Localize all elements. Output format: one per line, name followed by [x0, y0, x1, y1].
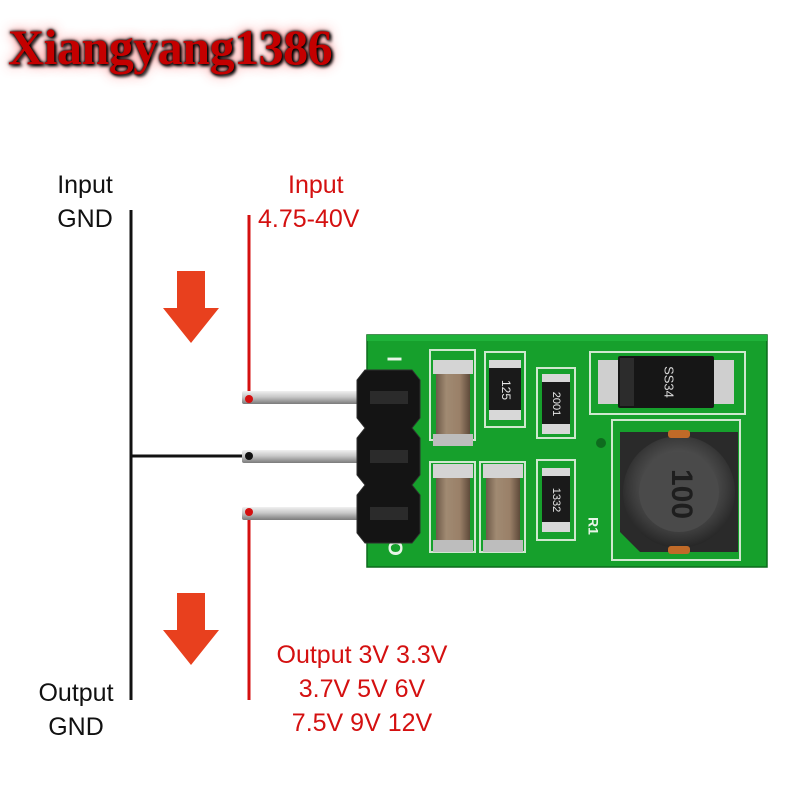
brand-watermark: Xiangyang1386 — [8, 19, 333, 75]
output-gnd-line-1: Output — [38, 679, 114, 707]
down-arrow-icon — [163, 593, 219, 665]
pcb-edge — [367, 335, 767, 341]
output-voltage-label: Output 3V 3.3V 3.7V 5V 6V 7.5V 9V 12V — [252, 638, 472, 740]
resistor-125: 125 — [489, 360, 521, 420]
input-voltage-label: Input 4.75-40V — [258, 168, 359, 236]
silkscreen-input-mark: I — [383, 356, 405, 362]
resistor-1332: 1332 — [542, 468, 570, 532]
inductor-100: 100 — [620, 430, 738, 554]
header-pins — [242, 369, 421, 544]
output-gnd-line-2: GND — [48, 713, 104, 741]
input-gnd-label: Input GND — [40, 168, 130, 236]
silkscreen-output-mark: O — [384, 540, 406, 556]
diode-ss34: SS34 — [598, 356, 734, 408]
resistor-125-marking: 125 — [499, 380, 513, 400]
down-arrow-icon — [163, 271, 219, 343]
resistor-2001-marking: 2001 — [550, 392, 562, 416]
capacitor — [433, 360, 473, 446]
output-voltage-line-1: Output 3V 3.3V — [276, 641, 448, 669]
input-gnd-line-1: Input — [57, 171, 113, 199]
input-gnd-line-2: GND — [57, 205, 113, 233]
gnd-connection-dot — [245, 452, 253, 460]
output-voltage-line-3: 7.5V 9V 12V — [291, 709, 433, 737]
output-connection-dot — [245, 508, 253, 516]
output-voltage-line-2: 3.7V 5V 6V — [298, 675, 426, 703]
input-connection-dot — [245, 395, 253, 403]
inductor-marking: 100 — [665, 469, 698, 519]
input-voltage-line-2: 4.75-40V — [258, 205, 360, 233]
resistor-2001: 2001 — [542, 374, 570, 434]
r1-silkscreen: R1 — [585, 517, 601, 535]
pcb-board: 125 2001 1332 R1 SS34 — [366, 334, 768, 568]
capacitor — [433, 464, 473, 552]
output-gnd-label: Output GND — [26, 676, 126, 744]
diode-marking: SS34 — [662, 366, 677, 398]
input-voltage-line-1: Input — [288, 171, 344, 199]
capacitor — [483, 464, 523, 552]
resistor-1332-marking: 1332 — [550, 488, 562, 512]
